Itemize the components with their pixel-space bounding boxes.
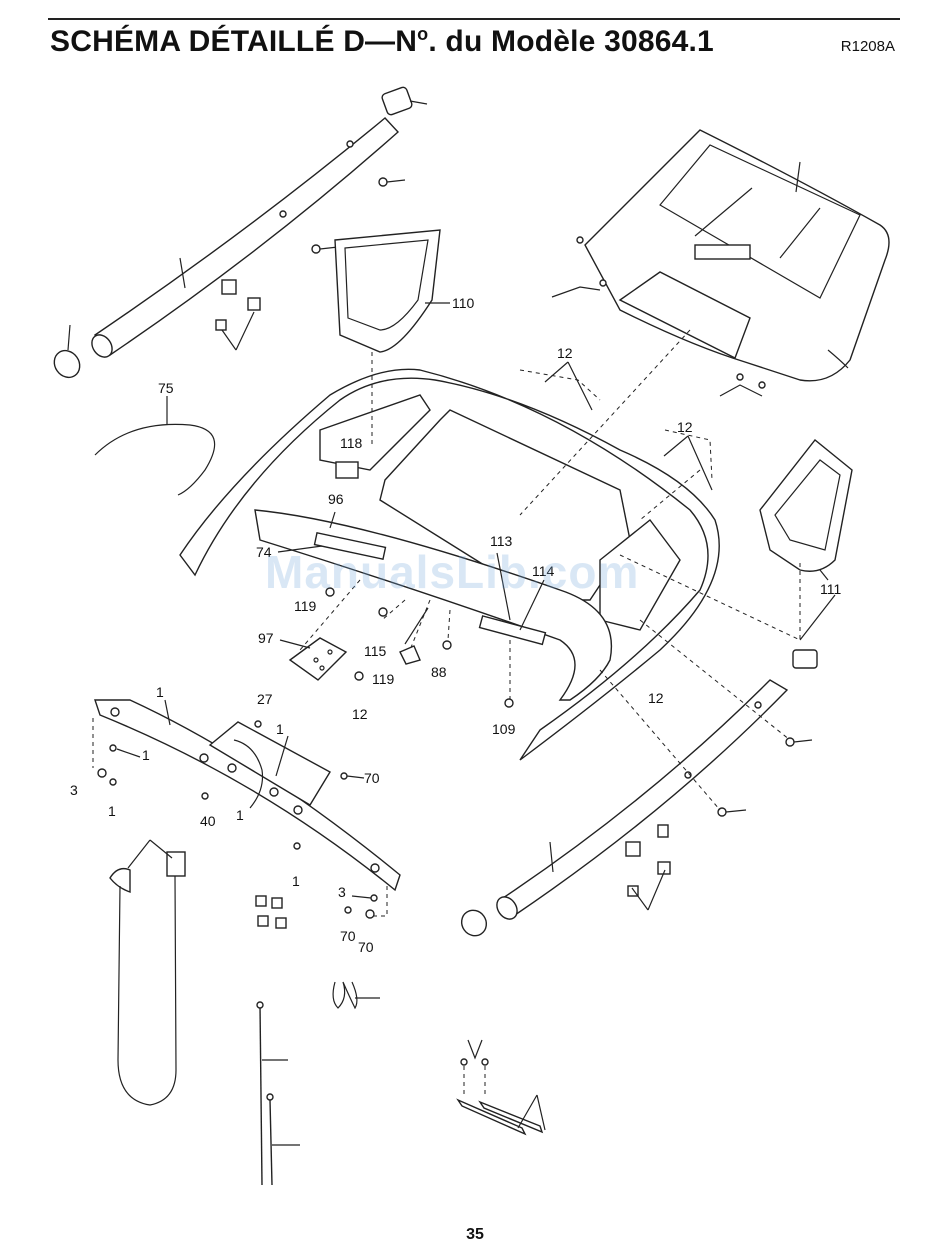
callout-12-d: 12 [352, 706, 368, 722]
wire-harness-75 [95, 424, 215, 495]
callout-74: 74 [256, 544, 272, 560]
base-cover-109 [95, 700, 400, 890]
callout-1-e: 1 [292, 873, 300, 889]
left-top-cap [381, 86, 427, 116]
callout-119-a: 115 [364, 643, 387, 659]
callout-12-b: 12 [677, 419, 693, 435]
callout-27: 1 [276, 721, 284, 737]
tie-wraps [333, 982, 357, 1008]
console [585, 130, 889, 381]
callout-113: 113 [490, 533, 513, 549]
right-end-cap [457, 905, 492, 940]
callout-12-a: 12 [557, 345, 573, 361]
callout-118: 118 [340, 435, 363, 451]
callout-111: 111 [820, 581, 841, 597]
callout-115: 119 [372, 671, 395, 687]
callout-75: 75 [158, 380, 174, 396]
callout-88: 12 [648, 690, 664, 706]
callout-70-b: 70 [358, 939, 374, 955]
right-top-cap [793, 650, 817, 668]
callout-109: 1 [156, 684, 164, 700]
accessory-tray-110 [335, 230, 440, 352]
callout-1-a: 27 [257, 691, 273, 707]
callout-3-b: 70 [340, 928, 356, 944]
left-end-cap [49, 346, 85, 383]
callout-70-a: 3 [70, 782, 78, 798]
page-number: 35 [0, 1226, 950, 1244]
callout-114: 114 [532, 563, 555, 579]
callout-97: 97 [258, 630, 274, 646]
callout-12-e: 109 [492, 721, 516, 737]
callout-1-d: 40 [200, 813, 216, 829]
callout-40: 1 [236, 807, 244, 823]
callout-1-b: 1 [142, 747, 150, 763]
walking-belt-loop [110, 852, 185, 1105]
callout-96: 96 [328, 491, 344, 507]
accessory-tray-111 [760, 440, 852, 571]
clip-115 [400, 646, 420, 664]
rods [257, 1002, 273, 1185]
callout-110: 110 [452, 295, 475, 311]
callout-1-f: 3 [338, 884, 346, 900]
callout-119-b: 88 [431, 664, 447, 680]
callout-1-c: 70 [364, 770, 380, 786]
callout-3-a: 1 [108, 803, 116, 819]
right-upright-tube [493, 680, 787, 923]
callout-12-c: 119 [294, 598, 317, 614]
